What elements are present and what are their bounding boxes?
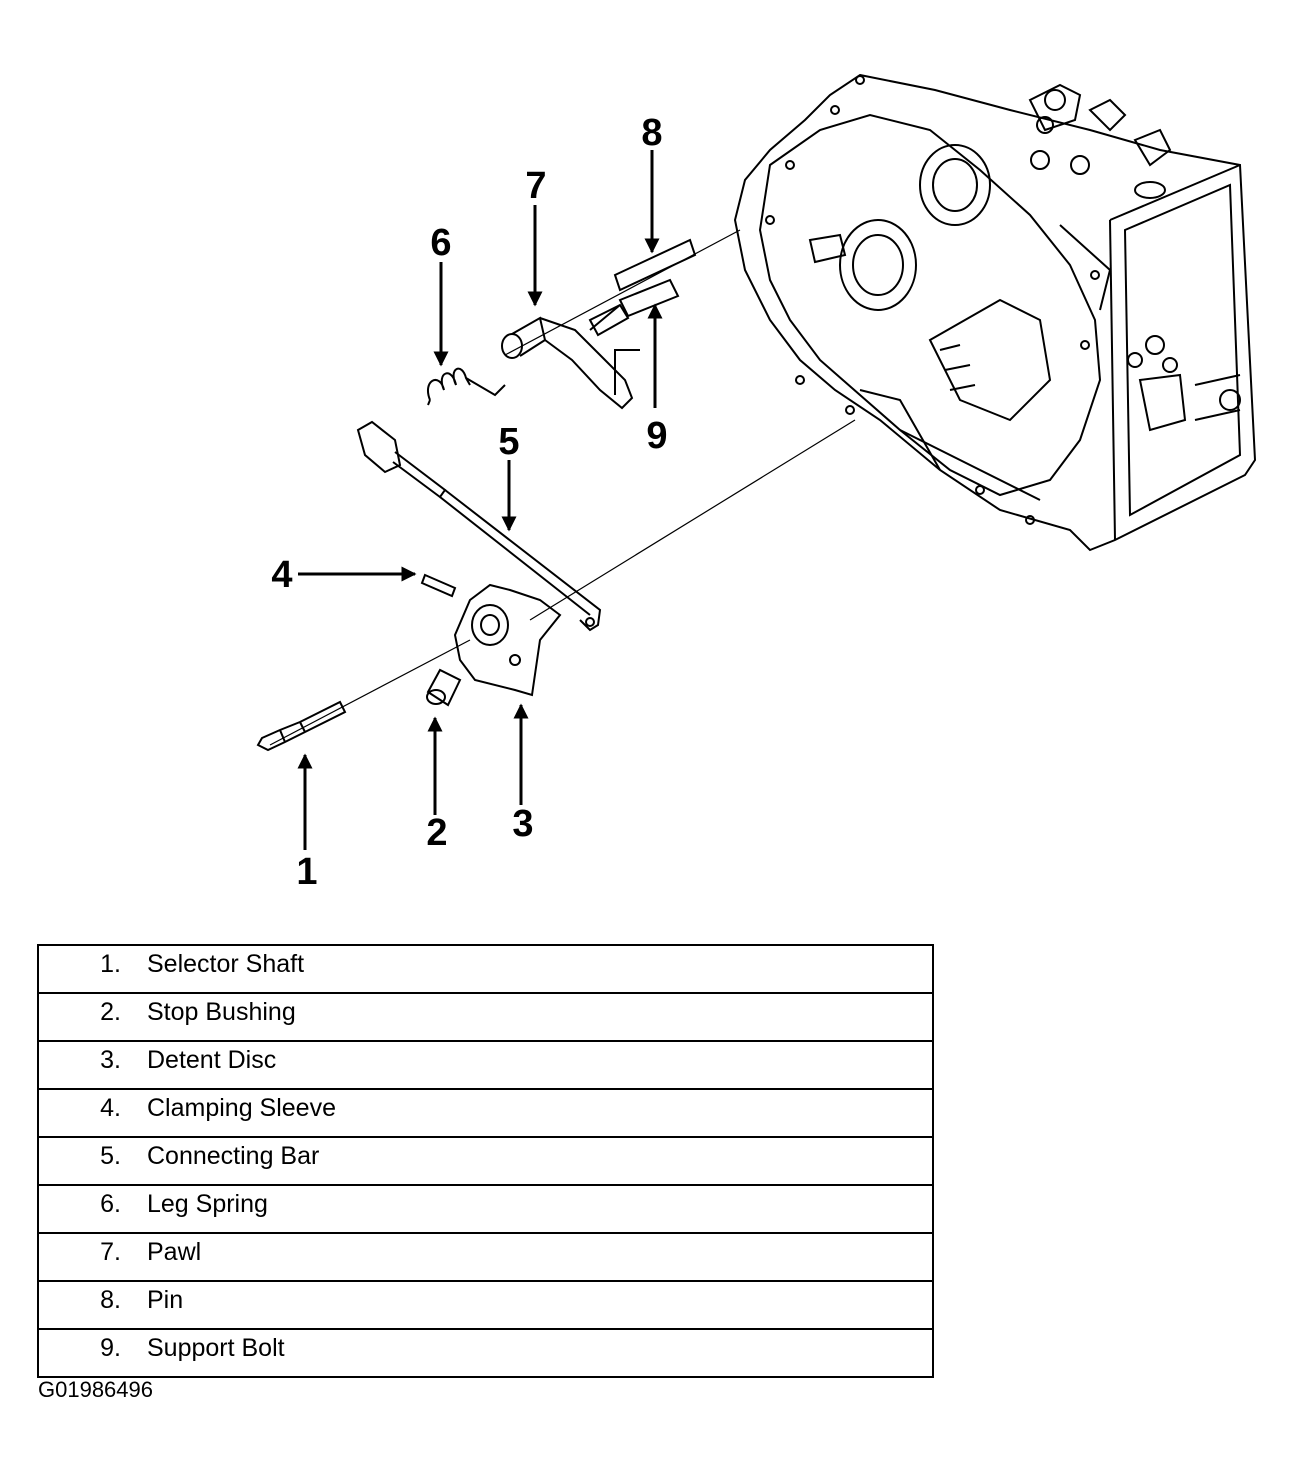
legend-row: 1. Selector Shaft bbox=[38, 945, 933, 993]
legend-number: 1. bbox=[100, 950, 121, 978]
legend-row: 6.Leg Spring bbox=[38, 1184, 933, 1233]
legend-row: 9.Support Bolt bbox=[38, 1328, 933, 1377]
legend-name: Pawl bbox=[121, 1232, 933, 1281]
legend-row: 3.Detent Disc bbox=[38, 1040, 933, 1089]
legend-number: 8. bbox=[38, 1280, 121, 1329]
callout-3: 3 bbox=[512, 803, 533, 845]
callout-4: 4 bbox=[271, 554, 292, 596]
pawl bbox=[501, 304, 634, 410]
alignment-lines bbox=[269, 229, 856, 746]
figure-id: G01986496 bbox=[38, 1377, 153, 1402]
legend-row: 4.Clamping Sleeve bbox=[38, 1088, 933, 1137]
detent-disc bbox=[453, 583, 562, 697]
legend-number: 9. bbox=[38, 1328, 121, 1377]
legend-table: 1. Selector Shaft 2.Stop Bushing 3.Detent… bbox=[37, 944, 934, 1378]
connecting-bar bbox=[356, 420, 602, 632]
legend-row: 2.Stop Bushing bbox=[38, 992, 933, 1041]
callout-6: 6 bbox=[430, 222, 451, 264]
pin bbox=[613, 238, 697, 292]
leg-spring bbox=[427, 367, 506, 406]
callout-5: 5 bbox=[498, 421, 519, 463]
legend-name: Clamping Sleeve bbox=[121, 1088, 933, 1137]
selector-shaft bbox=[256, 700, 347, 752]
legend-number: 4. bbox=[38, 1088, 121, 1137]
legend-number: 7. bbox=[38, 1232, 121, 1281]
legend-name: Pin bbox=[121, 1280, 933, 1329]
support-bolt bbox=[588, 278, 680, 395]
callout-8: 8 bbox=[641, 112, 662, 154]
legend-row: 7.Pawl bbox=[38, 1232, 933, 1281]
callout-arrows bbox=[297, 150, 663, 850]
transmission-housing bbox=[733, 73, 1257, 552]
legend-number: 6. bbox=[38, 1184, 121, 1233]
clamping-sleeve bbox=[420, 573, 457, 598]
callout-2: 2 bbox=[426, 812, 447, 854]
legend-name: Selector Shaft bbox=[147, 950, 305, 978]
legend-row: 8.Pin bbox=[38, 1280, 933, 1329]
legend-number: 3. bbox=[38, 1040, 121, 1089]
legend-number: 5. bbox=[38, 1136, 121, 1185]
legend-name: Leg Spring bbox=[121, 1184, 933, 1233]
legend-name: Connecting Bar bbox=[121, 1136, 933, 1185]
legend-name: Detent Disc bbox=[121, 1040, 933, 1089]
legend-name: Stop Bushing bbox=[121, 992, 933, 1041]
stop-bushing bbox=[426, 668, 462, 707]
callout-1: 1 bbox=[296, 851, 317, 893]
callout-9: 9 bbox=[646, 415, 667, 457]
exploded-diagram: 1 2 3 4 5 6 7 8 9 bbox=[256, 73, 1257, 893]
callout-7: 7 bbox=[525, 165, 546, 207]
legend-name: Support Bolt bbox=[121, 1328, 933, 1377]
legend-number: 2. bbox=[38, 992, 121, 1041]
legend-row: 5.Connecting Bar bbox=[38, 1136, 933, 1185]
